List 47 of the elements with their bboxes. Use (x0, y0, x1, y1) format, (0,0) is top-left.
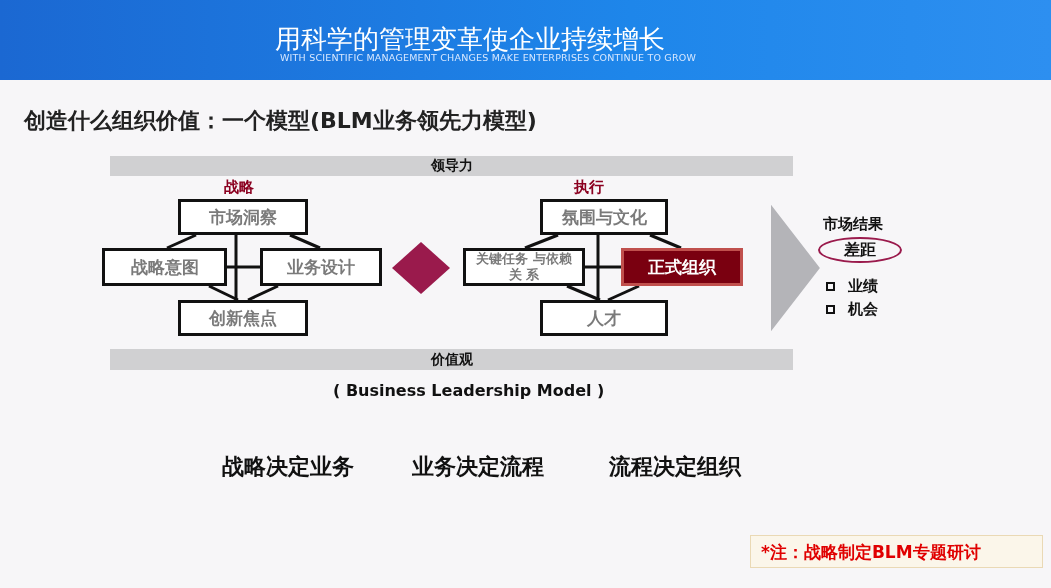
connector-line (289, 233, 321, 250)
principle-text: 战略决定业务 (222, 453, 354, 481)
process-box (178, 300, 308, 336)
node-label: 人才 (587, 306, 621, 330)
connector-line (227, 265, 260, 269)
connector-line (585, 265, 621, 269)
connector-line (234, 235, 238, 300)
node-label: 差距 (844, 239, 876, 261)
principle-text: 业务决定流程 (412, 453, 544, 481)
node-label: 价值观 (430, 350, 473, 369)
result-heading: 市场结果 (823, 215, 883, 234)
connector-line (607, 284, 640, 302)
node-label: 氛围与文化 (561, 205, 647, 229)
node-label: 市场洞察 (209, 205, 277, 229)
page-title: 创造什么组织价值：一个模型(BLM业务领先力模型) (24, 107, 537, 135)
connector-line (524, 233, 559, 250)
note-box: *注：战略制定BLM专题研讨 (750, 535, 1043, 568)
connector-line (247, 284, 279, 302)
node-label: 领导力 (430, 157, 473, 175)
node-label: 业务设计 (287, 255, 355, 279)
section-heading: 战略 (224, 178, 254, 197)
values-band (110, 349, 793, 370)
banner-subtitle: WITH SCIENTIFIC MANAGEMENT CHANGES MAKE ENTERPRISES CONTINUE TO GROW (280, 52, 696, 63)
leadership-band (110, 156, 793, 176)
section-heading: 执行 (574, 178, 604, 197)
process-box (102, 248, 227, 286)
connector-line (166, 233, 197, 250)
process-box (540, 199, 668, 235)
node-label: 正式组织 (648, 255, 716, 279)
highlight-box (621, 248, 743, 286)
connector-line (649, 233, 682, 250)
process-box (463, 248, 585, 286)
process-box (540, 300, 668, 336)
model-name: ( Business Leadership Model ) (333, 381, 605, 400)
chevron-arrow (771, 204, 820, 332)
principle-text: 流程决定组织 (609, 453, 741, 481)
banner-slogan: 用科学的管理变革使企业持续增长 (275, 23, 665, 54)
node-label: 战略意图 (130, 255, 199, 279)
connector-line (596, 235, 600, 300)
list-item: 机会 (848, 300, 878, 319)
process-box (178, 199, 308, 235)
process-box (260, 248, 382, 286)
ellipse-outline (818, 237, 902, 263)
node-label: 关键任务 与依赖关 系 (476, 251, 572, 283)
decision-diamond (392, 242, 450, 294)
node-label: 创新焦点 (209, 306, 277, 330)
list-item: 业绩 (848, 277, 878, 296)
